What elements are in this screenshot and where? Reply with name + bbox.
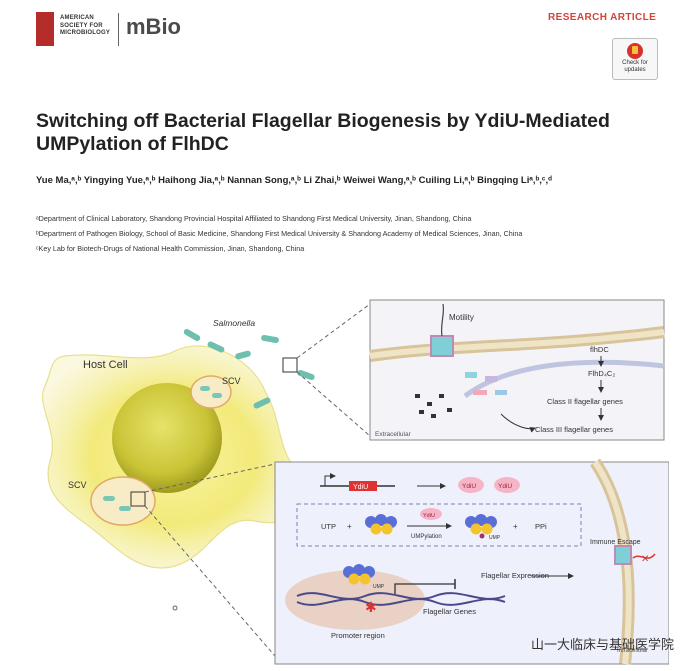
article-type: RESEARCH ARTICLE: [548, 12, 657, 23]
affiliation-a: ᵃDepartment of Clinical Laboratory, Shan…: [36, 214, 472, 223]
panel-motility: Motility flhDC FlhD₄C₂ Class II flagella…: [369, 299, 665, 441]
svg-text:PPi: PPi: [535, 522, 547, 531]
affiliation-c: ᶜKey Lab for Biotech-Drugs of National H…: [36, 244, 305, 253]
watermark-text: 山一大临床与基础医学院: [530, 637, 674, 652]
svg-text:SCV: SCV: [222, 376, 241, 386]
svg-text:YdiU: YdiU: [423, 513, 435, 519]
svg-text:SCV: SCV: [68, 480, 87, 490]
svg-text:+: +: [347, 522, 352, 531]
author-list: Yue Ma,ᵃ,ᵇ Yingying Yue,ᵃ,ᵇ Haihong Jia,…: [36, 175, 552, 186]
svg-text:Flagellar Genes: Flagellar Genes: [423, 607, 476, 616]
svg-text:UMP: UMP: [489, 535, 501, 541]
svg-text:YdiU: YdiU: [353, 484, 368, 491]
article-title: Switching off Bacterial Flagellar Biogen…: [36, 110, 610, 155]
svg-text:Intracellular: Intracellular: [617, 648, 648, 654]
journal-logo: mBio: [126, 14, 181, 39]
svg-text:Promoter region: Promoter region: [331, 631, 385, 640]
affiliation-b: ᵇDepartment of Pathogen Biology, School …: [36, 229, 523, 238]
svg-text:Class II flagellar genes: Class II flagellar genes: [547, 397, 623, 406]
nucleus: [112, 383, 222, 493]
svg-text:YdiU: YdiU: [498, 483, 512, 490]
svg-text:FlhD₄C₂: FlhD₄C₂: [588, 369, 615, 378]
publisher-name: AMERICAN SOCIETY FOR MICROBIOLOGY: [60, 15, 111, 36]
host-cell-label: Host Cell: [83, 359, 128, 371]
panel-umpylation: YdiU YdiU YdiU UTP + YdiU UMPylation UMP…: [274, 458, 669, 665]
logo-divider: [118, 13, 119, 46]
svg-text:Extracellular: Extracellular: [375, 431, 412, 438]
crossmark-icon: [627, 43, 643, 59]
svg-text:Class III flagellar genes: Class III flagellar genes: [535, 425, 613, 434]
svg-text:+: +: [513, 522, 518, 531]
svg-text:UMP: UMP: [373, 584, 385, 590]
svg-text:Motility: Motility: [449, 313, 474, 322]
svg-text:YdiU: YdiU: [462, 483, 476, 490]
svg-text:Flagellar Expression: Flagellar Expression: [481, 571, 549, 580]
svg-text:flhDC: flhDC: [590, 345, 609, 354]
svg-text:Salmonella: Salmonella: [213, 318, 255, 328]
svg-text:UTP: UTP: [321, 522, 336, 531]
svg-text:✱: ✱: [365, 599, 377, 615]
check-for-updates-button[interactable]: Check for updates: [612, 38, 658, 80]
graphical-abstract: Host Cell SCV SCV Salmonella Motility: [42, 299, 669, 665]
svg-text:Immune Escape: Immune Escape: [590, 539, 641, 546]
svg-text:✕: ✕: [641, 554, 649, 565]
asm-logo-icon: [36, 12, 54, 46]
svg-text:UMPylation: UMPylation: [411, 534, 442, 540]
